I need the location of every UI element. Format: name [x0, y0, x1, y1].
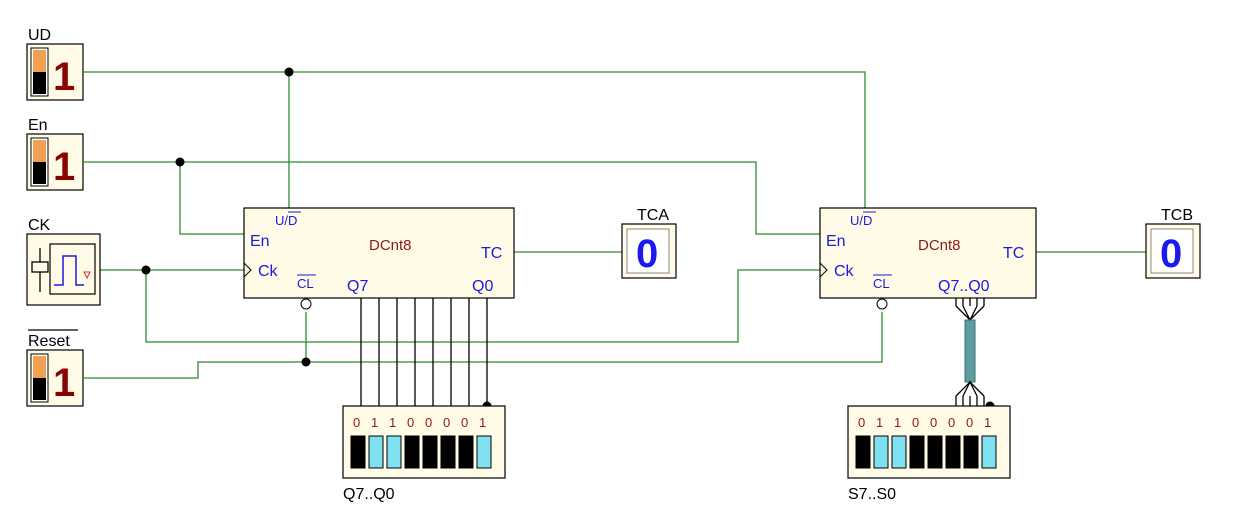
switch-reset[interactable]: Reset 1	[26, 329, 84, 407]
counter-b-en-pin: En	[826, 233, 846, 250]
junction-dot	[141, 265, 151, 275]
bit-digit: 0	[461, 415, 468, 430]
switch-en[interactable]: En 1	[26, 117, 84, 191]
wire-reset	[84, 312, 883, 379]
bit-digit: 1	[894, 415, 901, 430]
counter-a-tc-pin: TC	[481, 245, 502, 262]
counter-b-tc-pin: TC	[1003, 245, 1024, 262]
counter-b-cl-pin: CL	[873, 276, 890, 291]
counter-b-bus-pin: Q7..Q0	[938, 278, 990, 295]
bit-cell	[386, 435, 402, 469]
clock-edge-icon	[243, 262, 252, 278]
bit-digit: 0	[912, 415, 919, 430]
clock-edge-icon	[819, 262, 828, 278]
bit-digit: 1	[389, 415, 396, 430]
bit-cell	[945, 435, 961, 469]
switch-reset-value: 1	[53, 361, 75, 405]
switch-en-value: 1	[53, 145, 75, 189]
bit-digit: 1	[371, 415, 378, 430]
counter-b-title: DCnt8	[918, 237, 961, 254]
bit-cell	[927, 435, 943, 469]
clock-waveform-icon	[31, 243, 96, 295]
counter-a-ud-pin: U/D	[275, 213, 297, 228]
counter-a-q0-pin: Q0	[472, 278, 493, 295]
wires	[84, 71, 1146, 406]
toggle-lever-icon	[33, 140, 46, 162]
bit-display-right-label: S7..S0	[848, 486, 896, 503]
counter-a-en-pin: En	[250, 233, 270, 250]
output-tcb-value: 0	[1160, 232, 1182, 276]
counter-b-ck-pin: Ck	[834, 263, 855, 280]
bit-digit: 0	[425, 415, 432, 430]
switch-ud-label: UD	[28, 27, 51, 44]
bit-cell	[963, 435, 979, 469]
bit-digit: 0	[407, 415, 414, 430]
junction-dot	[284, 67, 294, 77]
bit-digit: 0	[930, 415, 937, 430]
bit-cell	[350, 435, 366, 469]
bit-cell	[891, 435, 907, 469]
bit-digit: 0	[858, 415, 865, 430]
bit-digit: 1	[876, 415, 883, 430]
switch-reset-label: Reset	[28, 333, 70, 350]
toggle-lever-icon	[33, 50, 46, 72]
junction-dot	[301, 357, 311, 367]
switch-ud-value: 1	[53, 55, 75, 99]
bit-cell	[873, 435, 889, 469]
wire-ck-to-b	[145, 269, 820, 343]
bit-cell	[855, 435, 871, 469]
bit-cell	[476, 435, 492, 469]
toggle-lever-icon	[33, 356, 46, 378]
bit-cell	[458, 435, 474, 469]
counter-a-ck-pin: Ck	[258, 263, 279, 280]
wire-en	[84, 161, 820, 235]
output-tca-label: TCA	[637, 207, 669, 224]
output-tca-value: 0	[636, 232, 658, 276]
bit-display-left-label: Q7..Q0	[343, 486, 395, 503]
counter-a-cl-pin: CL	[297, 276, 314, 291]
clock-label: CK	[28, 217, 51, 234]
counter-a[interactable]: U/D DCnt8 En Ck CL Q7 Q0 TC	[243, 207, 515, 310]
counter-b[interactable]: U/D DCnt8 En Ck CL Q7..Q0 TC	[819, 207, 1037, 310]
wire-en-to-a	[179, 162, 244, 235]
bit-cell	[440, 435, 456, 469]
output-tcb: TCB 0	[1145, 207, 1201, 279]
inverter-bubble-icon	[876, 298, 888, 310]
counter-a-q7-pin: Q7	[347, 278, 368, 295]
bit-digit: 0	[353, 415, 360, 430]
bit-cell	[981, 435, 997, 469]
wire-ud	[84, 71, 866, 208]
bit-cell	[422, 435, 438, 469]
output-tca: TCA 0	[621, 207, 677, 279]
bit-cell	[368, 435, 384, 469]
bit-cell	[404, 435, 420, 469]
output-tcb-label: TCB	[1161, 207, 1193, 224]
junctions	[141, 67, 995, 411]
inverter-bubble-icon	[300, 298, 312, 310]
bit-digit: 0	[966, 415, 973, 430]
bit-digit: 0	[948, 415, 955, 430]
junction-dot	[175, 157, 185, 167]
counter-a-title: DCnt8	[369, 237, 412, 254]
counter-b-ud-pin: U/D	[850, 213, 872, 228]
clock-source[interactable]: CK	[26, 217, 101, 306]
bit-digit: 1	[984, 415, 991, 430]
bit-digit: 1	[479, 415, 486, 430]
switch-ud[interactable]: UD 1	[26, 27, 84, 101]
switch-en-label: En	[28, 117, 48, 134]
bus-q7-q0	[955, 298, 985, 406]
bit-cell	[909, 435, 925, 469]
bit-digit: 0	[443, 415, 450, 430]
